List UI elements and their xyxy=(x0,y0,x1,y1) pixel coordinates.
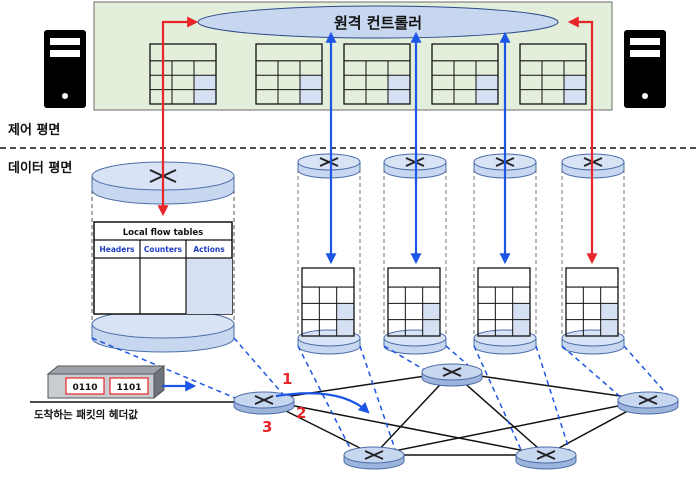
flow-table-col-actions: Actions xyxy=(193,245,225,254)
mini-flow-table xyxy=(431,43,499,105)
server-icon xyxy=(44,30,86,108)
router-icon xyxy=(617,391,679,415)
step-3: 3 xyxy=(262,418,272,436)
projection-lines xyxy=(91,337,673,453)
control-link-red-left xyxy=(157,16,199,217)
mini-flow-table xyxy=(387,267,441,337)
router-icon xyxy=(343,446,405,470)
control-plane-label: 제어 평면 xyxy=(8,122,60,138)
flow-table-col-counters: Counters xyxy=(144,245,183,254)
control-link-red-right xyxy=(567,16,598,265)
packet-device: 0110 1101 xyxy=(46,364,166,400)
router-cylinders-small xyxy=(297,153,625,355)
remote-controller-label: 원격 컨트롤러 xyxy=(334,14,422,32)
mini-flow-table xyxy=(301,267,355,337)
control-links xyxy=(157,16,598,265)
forwarding-arrow xyxy=(275,392,370,414)
flow-table-title: Local flow tables xyxy=(123,228,203,238)
mini-flow-table xyxy=(255,43,323,105)
packet-bits-1: 0110 xyxy=(72,383,97,393)
server-icon xyxy=(624,30,666,108)
step-1: 1 xyxy=(282,370,292,388)
mini-flow-table xyxy=(477,267,531,337)
packet-caption: 도착하는 패킷의 헤더값 xyxy=(34,408,138,421)
local-flow-table: Local flow tables Headers Counters Actio… xyxy=(93,221,233,315)
mini-flow-table xyxy=(343,43,411,105)
packet-bits-2: 1101 xyxy=(116,383,141,393)
router-cylinder xyxy=(297,153,361,355)
router-icon xyxy=(515,446,577,470)
data-plane-label: 데이터 평면 xyxy=(8,160,72,176)
router-icon xyxy=(421,363,483,387)
mini-flow-table xyxy=(565,267,619,337)
step-2: 2 xyxy=(296,404,306,422)
flow-table-col-headers: Headers xyxy=(99,245,135,254)
